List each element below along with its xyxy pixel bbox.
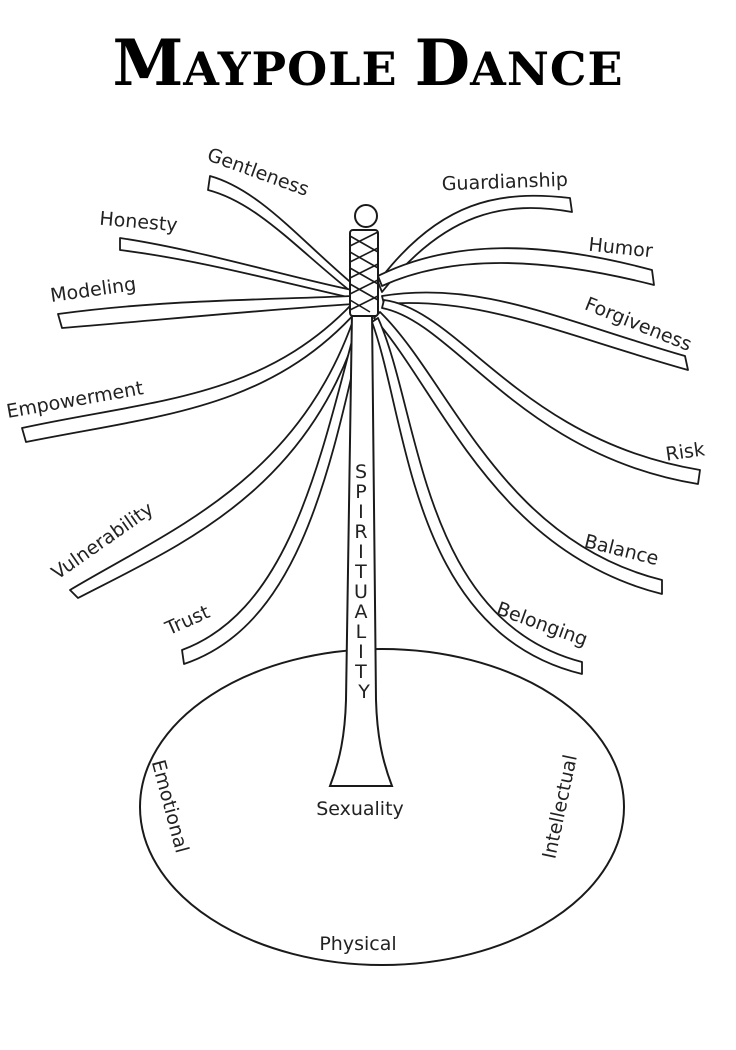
pole-letter: S bbox=[355, 461, 367, 483]
ribbons bbox=[21, 175, 701, 675]
maypole bbox=[328, 311, 394, 787]
label-modeling: Modeling bbox=[49, 273, 138, 307]
ribbon-balance bbox=[373, 311, 663, 595]
ribbon-guardianship bbox=[377, 194, 573, 293]
pole-finial bbox=[354, 204, 378, 228]
ribbon-belonging bbox=[371, 317, 583, 675]
pole-letter: I bbox=[358, 541, 364, 563]
ribbon-modeling bbox=[57, 295, 355, 329]
label-honesty: Honesty bbox=[99, 208, 179, 237]
page-title: MAYPOLE DANCE bbox=[0, 26, 736, 101]
label-physical: Physical bbox=[319, 933, 396, 955]
title-word-1-rest: AYPOLE bbox=[183, 42, 398, 96]
pole-letter: T bbox=[354, 661, 367, 683]
pole-letter: T bbox=[354, 561, 367, 583]
title-initial-d: D bbox=[414, 26, 471, 101]
pole-letter: I bbox=[358, 641, 364, 663]
label-sexuality: Sexuality bbox=[316, 798, 404, 820]
ribbon-vulnerability bbox=[69, 311, 363, 599]
pole-label-spirituality: S P I R I T U A L I T Y bbox=[354, 461, 374, 703]
ribbon-forgiveness bbox=[381, 291, 689, 371]
label-guardianship: Guardianship bbox=[441, 169, 568, 195]
pole-letter: Y bbox=[357, 681, 370, 703]
pole-letter: I bbox=[358, 501, 364, 523]
ribbon-risk bbox=[381, 299, 701, 485]
pole-braid bbox=[349, 229, 379, 317]
ribbon-honesty bbox=[119, 237, 353, 299]
pole-letter: P bbox=[355, 481, 366, 503]
base-ellipse bbox=[139, 648, 625, 966]
title-initial-m: M bbox=[112, 26, 184, 101]
pole-letter: U bbox=[354, 581, 368, 603]
pole-letter: R bbox=[354, 521, 367, 543]
label-risk: Risk bbox=[664, 438, 706, 465]
pole-letter: A bbox=[354, 601, 367, 623]
title-word-2-rest: ANCE bbox=[470, 42, 624, 96]
ribbon-humor bbox=[377, 247, 655, 287]
pole-letter: L bbox=[356, 621, 367, 643]
label-trust: Trust bbox=[161, 601, 213, 640]
